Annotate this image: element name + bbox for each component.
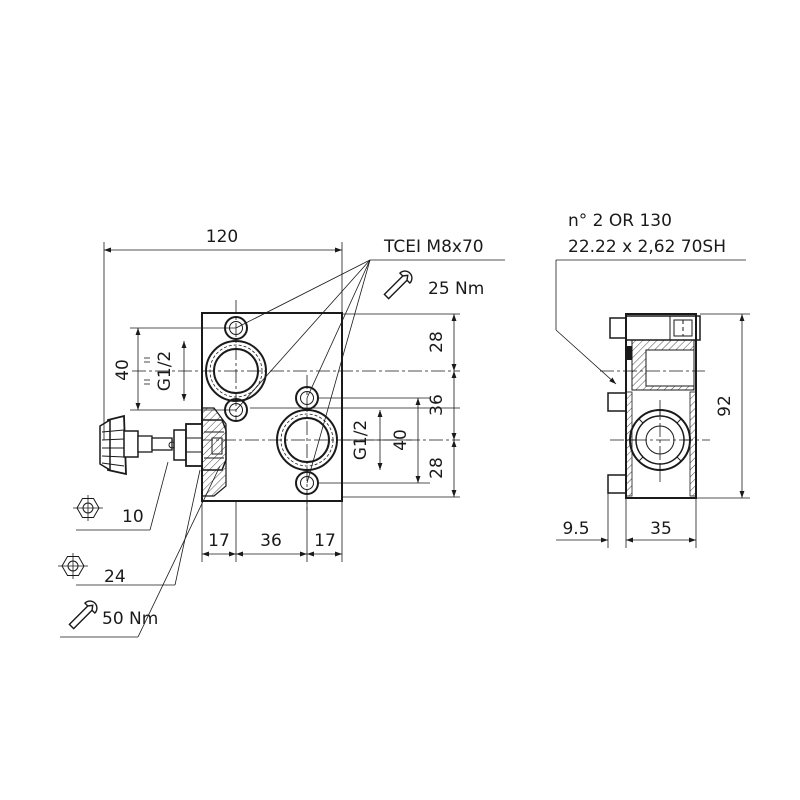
valve-cap	[201, 407, 227, 497]
hex-nut-icon	[58, 553, 88, 579]
wrench-icon	[68, 600, 98, 630]
knob-torque-label: 50 Nm	[102, 609, 158, 629]
bolt-callout: TCEI M8x70 25 Nm	[235, 237, 505, 484]
oring-line1-label: n° 2 OR 130	[568, 211, 672, 231]
side-height-label: 92	[715, 395, 735, 417]
port-left-label: G1/2	[155, 351, 175, 392]
wrench-icon	[383, 270, 413, 300]
side-view: n° 2 OR 130 22.22 x 2,62 70SH 92 9.5 35	[555, 211, 750, 548]
port-right-label: G1/2	[351, 420, 371, 461]
side-depth-label: 35	[650, 519, 672, 539]
side-offset-label: 9.5	[562, 519, 589, 539]
bolt-spec-label: TCEI M8x70	[383, 237, 484, 257]
overall-width-label: 120	[206, 227, 238, 247]
dim-bottom-36-label: 36	[260, 531, 282, 551]
hex-small-label: 10	[122, 507, 144, 527]
bolt-torque-label: 25 Nm	[428, 279, 484, 299]
valve-knob-assembly	[99, 414, 227, 476]
left-40-label: 40	[113, 359, 133, 381]
valve-body	[201, 312, 343, 502]
knob-callout: 10 24 50 Nm	[58, 461, 221, 638]
dim-28-top-label: 28	[427, 331, 447, 353]
hex-large-label: 24	[104, 567, 126, 587]
dim-28-bottom-label: 28	[427, 457, 447, 479]
bolt-hole	[224, 316, 248, 340]
dim-bottom-17-left-label: 17	[208, 531, 230, 551]
front-view: 120 40 G1/2 G1/2 40 28 36 28 17 3	[99, 227, 460, 562]
dim-bottom-17-right-label: 17	[314, 531, 336, 551]
oring-line2-label: 22.22 x 2,62 70SH	[568, 237, 726, 257]
hex-nut-icon	[73, 495, 103, 521]
dim-36-label: 36	[427, 394, 447, 416]
right-40-label: 40	[391, 429, 411, 451]
